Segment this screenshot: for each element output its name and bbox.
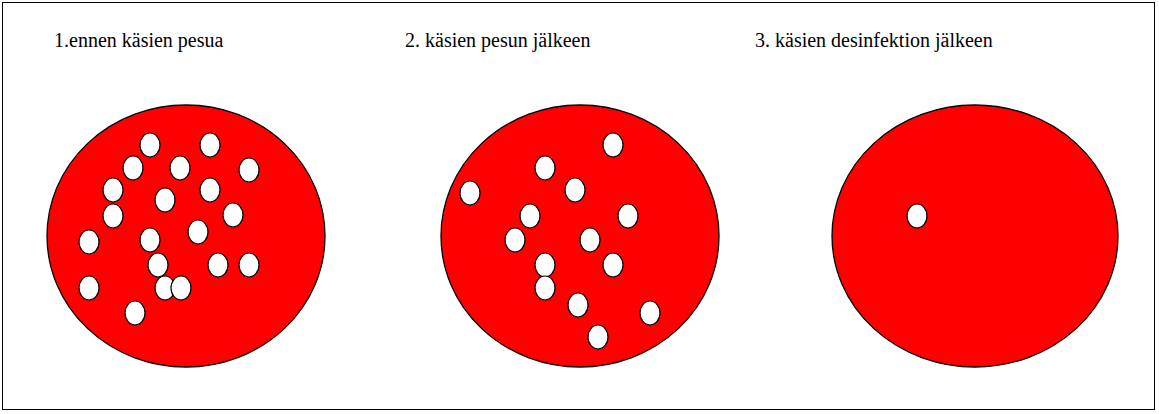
colony [125, 301, 145, 325]
colony [148, 253, 168, 277]
dish-panel: 2. käsien pesun jälkeen [400, 28, 730, 373]
colony [640, 301, 660, 325]
colony [568, 293, 588, 317]
dish-heading: 1.ennen käsien pesua [54, 28, 223, 52]
colony [580, 228, 600, 252]
dish [441, 105, 719, 367]
colony [588, 325, 608, 349]
colony [535, 276, 555, 300]
dish-heading: 3. käsien desinfektion jälkeen [755, 28, 993, 52]
colony [907, 204, 927, 228]
colony [239, 158, 259, 182]
colony [505, 228, 525, 252]
colony [171, 276, 191, 300]
colony [200, 178, 220, 202]
dish [832, 105, 1118, 367]
colony [460, 181, 480, 205]
colony [123, 156, 143, 180]
colony [239, 253, 259, 277]
colony [603, 133, 623, 157]
colony [188, 220, 208, 244]
colony [618, 204, 638, 228]
colony [155, 188, 175, 212]
colony [79, 230, 99, 254]
colony [200, 133, 220, 157]
colony [140, 228, 160, 252]
colony [170, 156, 190, 180]
dish [47, 105, 325, 367]
colony [520, 204, 540, 228]
colony [565, 178, 585, 202]
colony [223, 203, 243, 227]
dish-panel: 3. käsien desinfektion jälkeen [750, 28, 1140, 373]
colony [103, 204, 123, 228]
colony [140, 133, 160, 157]
colony [535, 253, 555, 277]
colony [208, 253, 228, 277]
dish-heading: 2. käsien pesun jälkeen [405, 28, 591, 52]
colony [79, 276, 99, 300]
dish-panel: 1.ennen käsien pesua [48, 28, 348, 373]
colony [603, 253, 623, 277]
colony [103, 178, 123, 202]
colony [535, 156, 555, 180]
